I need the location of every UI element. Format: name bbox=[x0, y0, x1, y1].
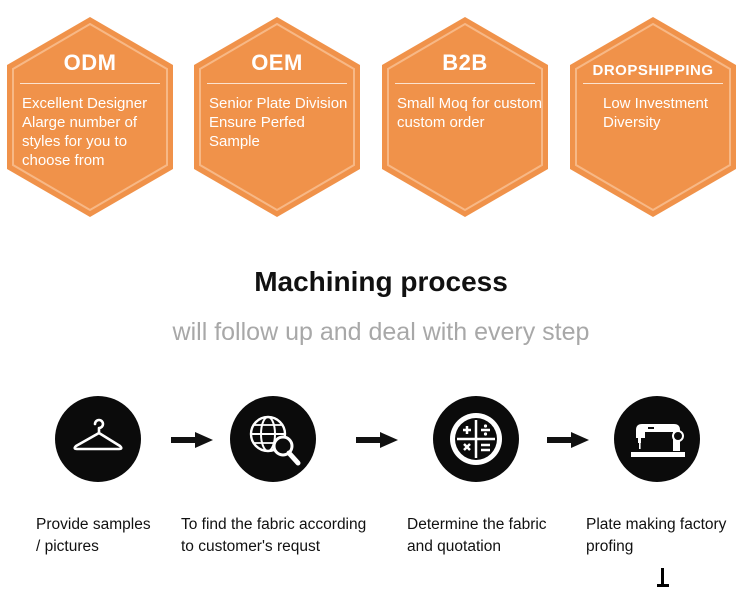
feature-title: ODM bbox=[63, 50, 117, 75]
feature-dropshipping: DROPSHIPPING Low Investment Diversity bbox=[567, 14, 739, 220]
feature-divider bbox=[583, 83, 723, 84]
hexagon-shape bbox=[382, 17, 548, 217]
feature-description: Small Moq for custom custom order bbox=[397, 94, 542, 132]
feature-description: Senior Plate Division Ensure Perfed Samp… bbox=[209, 94, 354, 151]
arrow-right-icon bbox=[547, 432, 589, 448]
hanger-icon bbox=[55, 396, 141, 482]
feature-divider bbox=[20, 83, 160, 84]
calculator-icon bbox=[433, 396, 519, 482]
globe-search-icon bbox=[230, 396, 316, 482]
hexagon-shape bbox=[194, 17, 360, 217]
section-subheading: will follow up and deal with every step bbox=[172, 318, 590, 346]
feature-description: Excellent Designer Alarge number of styl… bbox=[22, 94, 167, 170]
sewing-machine-icon bbox=[614, 396, 700, 482]
feature-line: Alarge number of bbox=[22, 114, 138, 131]
feature-line: Small Moq for custom bbox=[397, 95, 543, 112]
feature-description: Low Investment Diversity bbox=[603, 94, 748, 132]
feature-oem: OEM Senior Plate Division Ensure Perfed … bbox=[191, 14, 363, 220]
feature-title: OEM bbox=[251, 50, 303, 75]
feature-line: Sample bbox=[209, 133, 260, 150]
feature-line: Low Investment bbox=[603, 95, 709, 112]
feature-divider bbox=[395, 83, 535, 84]
feature-title: B2B bbox=[442, 50, 488, 75]
hexagon-shape bbox=[570, 17, 736, 217]
feature-line: Senior Plate Division bbox=[209, 95, 348, 112]
text-cursor-icon bbox=[657, 568, 669, 587]
feature-title: DROPSHIPPING bbox=[592, 62, 714, 79]
feature-line: custom order bbox=[397, 114, 485, 131]
step-line: and quotation bbox=[407, 538, 501, 555]
feature-line: styles for you to bbox=[22, 133, 128, 150]
feature-divider bbox=[207, 83, 347, 84]
step-line: Provide samples bbox=[36, 516, 151, 533]
step-line: To find the fabric according bbox=[181, 516, 367, 533]
feature-line: Ensure Perfed bbox=[209, 114, 305, 131]
feature-line: Diversity bbox=[603, 114, 661, 131]
step-line: / pictures bbox=[36, 538, 99, 555]
step-line: Plate making factory bbox=[586, 516, 727, 533]
step-description: To find the fabric according to customer… bbox=[181, 514, 366, 558]
feature-line: choose from bbox=[22, 152, 105, 169]
arrow-right-icon bbox=[171, 432, 213, 448]
step-line: profing bbox=[586, 538, 634, 555]
arrow-right-icon bbox=[356, 432, 398, 448]
section-heading: Machining process bbox=[254, 266, 508, 297]
step-description: Plate making factory profing bbox=[586, 514, 726, 558]
step-line: to customer's requst bbox=[181, 538, 321, 555]
hexagon-shape bbox=[7, 17, 173, 217]
step-line: Determine the fabric bbox=[407, 516, 547, 533]
step-description: Provide samples / pictures bbox=[36, 514, 151, 558]
feature-b2b: B2B Small Moq for custom custom order bbox=[379, 14, 551, 220]
step-description: Determine the fabric and quotation bbox=[407, 514, 547, 558]
feature-line: Excellent Designer bbox=[22, 95, 148, 112]
feature-odm: ODM Excellent Designer Alarge number of … bbox=[4, 14, 176, 220]
